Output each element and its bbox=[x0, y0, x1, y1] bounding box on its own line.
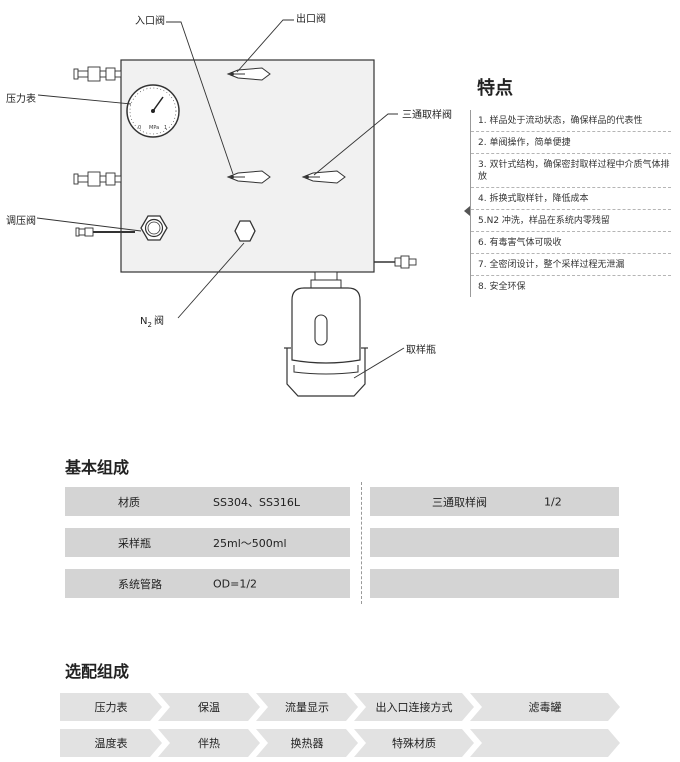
left-fitting-top bbox=[73, 66, 122, 82]
basic-row-value: SS304、SS316L bbox=[213, 495, 301, 509]
gauge-min-label: 0 bbox=[138, 125, 141, 131]
basic-row-value: OD=1/2 bbox=[213, 577, 258, 590]
three-way-valve-label: 三通取样阀 bbox=[402, 110, 452, 121]
right-fitting bbox=[374, 255, 417, 269]
features-list: 1. 样品处于流动状态，确保样品的代表性 2. 单阀操作，简单便捷 3. 双针式… bbox=[470, 110, 671, 297]
pressure-gauge: 0 MPa 1 bbox=[126, 84, 180, 138]
optional-item bbox=[470, 729, 620, 757]
feature-item: 8. 安全环保 bbox=[478, 282, 526, 292]
outlet-valve-label: 出口阀 bbox=[296, 14, 326, 25]
gauge-unit-label: MPa bbox=[149, 125, 159, 131]
basic-row-right-name: 三通取样阀 bbox=[432, 495, 487, 509]
basic-row-right bbox=[370, 569, 619, 598]
optional-item: 压力表 bbox=[60, 693, 162, 721]
basic-row: 系统管路 OD=1/2 bbox=[65, 569, 350, 598]
outlet-valve-handle bbox=[226, 67, 271, 81]
inlet-valve-label: 入口阀 bbox=[135, 16, 165, 27]
basic-row: 采样瓶 25ml～500ml bbox=[65, 528, 350, 557]
feature-item: 5.N2 冲洗，样品在系统内零残留 bbox=[471, 210, 671, 232]
optional-item: 滤毒罐 bbox=[470, 693, 620, 721]
optional-item: 出入口连接方式 bbox=[354, 693, 474, 721]
optional-item: 流量显示 bbox=[256, 693, 358, 721]
pressure-gauge-label: 压力表 bbox=[6, 94, 36, 105]
basic-row-value: 25ml～500ml bbox=[213, 536, 287, 550]
feature-item: 3. 双针式结构，确保密封取样过程中介质气体排放 bbox=[471, 154, 671, 188]
left-fitting-middle bbox=[73, 171, 122, 187]
feature-item: 2. 单阀操作，简单便捷 bbox=[471, 132, 671, 154]
feature-item: 1. 样品处于流动状态，确保样品的代表性 bbox=[471, 110, 671, 132]
optional-item: 伴热 bbox=[158, 729, 260, 757]
optional-item: 特殊材质 bbox=[354, 729, 474, 757]
optional-section-title: 选配组成 bbox=[65, 662, 130, 681]
basic-row: 材质 SS304、SS316L bbox=[65, 487, 350, 516]
features-title: 特点 bbox=[477, 78, 513, 99]
basic-row-name: 系统管路 bbox=[118, 577, 162, 591]
regulator-valve bbox=[140, 215, 168, 241]
left-fitting-bottom bbox=[75, 227, 135, 237]
features-pointer-icon bbox=[464, 206, 470, 216]
inlet-valve-handle bbox=[226, 170, 271, 184]
n2-valve bbox=[234, 220, 256, 242]
basic-row-right bbox=[370, 528, 619, 557]
basic-row-right: 三通取样阀 1/2 bbox=[370, 487, 619, 516]
optional-item: 换热器 bbox=[256, 729, 358, 757]
sample-bottle-label: 取样瓶 bbox=[406, 345, 436, 356]
leader-lines bbox=[36, 19, 405, 379]
basic-section-title: 基本组成 bbox=[65, 458, 130, 477]
sampling-system-diagram: 0 MPa 1 bbox=[36, 19, 417, 397]
regulator-valve-label: 调压阀 bbox=[6, 216, 36, 227]
basic-row-right-value: 1/2 bbox=[544, 495, 562, 508]
sample-bottle bbox=[284, 271, 368, 397]
basic-row-name: 材质 bbox=[118, 495, 140, 509]
optional-item: 温度表 bbox=[60, 729, 162, 757]
feature-item: 4. 拆换式取样针，降低成本 bbox=[471, 188, 671, 210]
three-way-valve-handle bbox=[301, 170, 346, 184]
feature-item: 7. 全密闭设计，整个采样过程无泄漏 bbox=[471, 254, 671, 276]
basic-divider bbox=[361, 482, 362, 604]
feature-item: 6. 有毒害气体可吸收 bbox=[471, 232, 671, 254]
basic-row-name: 采样瓶 bbox=[118, 536, 151, 550]
optional-item: 保温 bbox=[158, 693, 260, 721]
gauge-max-label: 1 bbox=[164, 125, 167, 131]
